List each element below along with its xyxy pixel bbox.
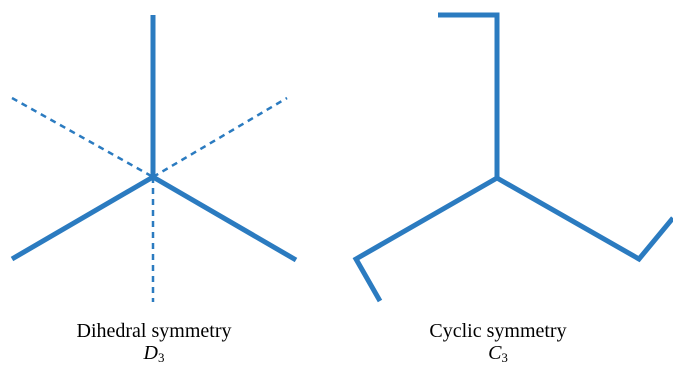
dihedral-caption: Dihedral symmetry D3	[54, 320, 254, 364]
dihedral-arm-left	[10, 174, 155, 262]
cyclic-label: Cyclic symmetry	[429, 320, 567, 342]
dihedral-panel	[10, 15, 298, 302]
dihedral-symbol-letter: D	[143, 342, 158, 364]
cyclic-symbol-letter: C	[488, 342, 502, 364]
cyclic-caption: Cyclic symmetry C3	[398, 320, 598, 364]
cyclic-panel	[352, 12, 673, 303]
dihedral-symbol-subscript: 3	[157, 350, 165, 365]
dihedral-label: Dihedral symmetry	[76, 320, 232, 342]
cyclic-symbol: C3	[398, 342, 598, 364]
mirror-axis-left	[11, 96, 154, 179]
cyclic-symbol-subscript: 3	[501, 350, 508, 365]
dihedral-arm-right	[151, 174, 298, 263]
cyclic-arm-top	[438, 12, 500, 178]
cyclic-arm-left	[352, 175, 499, 303]
cyclic-arm-right	[495, 175, 673, 263]
dihedral-symbol: D3	[54, 342, 254, 364]
mirror-axis-right	[152, 96, 288, 179]
